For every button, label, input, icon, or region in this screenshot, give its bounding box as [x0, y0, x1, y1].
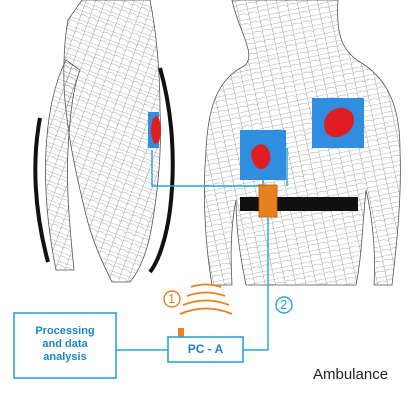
pc-antenna — [178, 328, 184, 337]
wireless-waves-icon — [180, 285, 232, 315]
front-electrode-right — [312, 98, 364, 148]
front-electrode-left — [240, 130, 286, 180]
chest-belt — [240, 197, 358, 211]
ambulance-label: Ambulance — [313, 366, 388, 383]
side-heart-region — [151, 116, 161, 144]
side-body-mesh — [45, 0, 160, 282]
processing-line-3: analysis — [14, 351, 116, 364]
pc-a-label: PC - A — [168, 342, 243, 356]
processing-line-1: Processing — [14, 325, 116, 338]
marker-1-label: 1 — [168, 291, 175, 306]
marker-2-label: 2 — [280, 297, 287, 312]
processing-label: Processing and data analysis — [14, 325, 116, 364]
processing-line-2: and data — [14, 338, 116, 351]
front-body-mesh — [204, 0, 400, 285]
belt-device — [259, 185, 277, 217]
